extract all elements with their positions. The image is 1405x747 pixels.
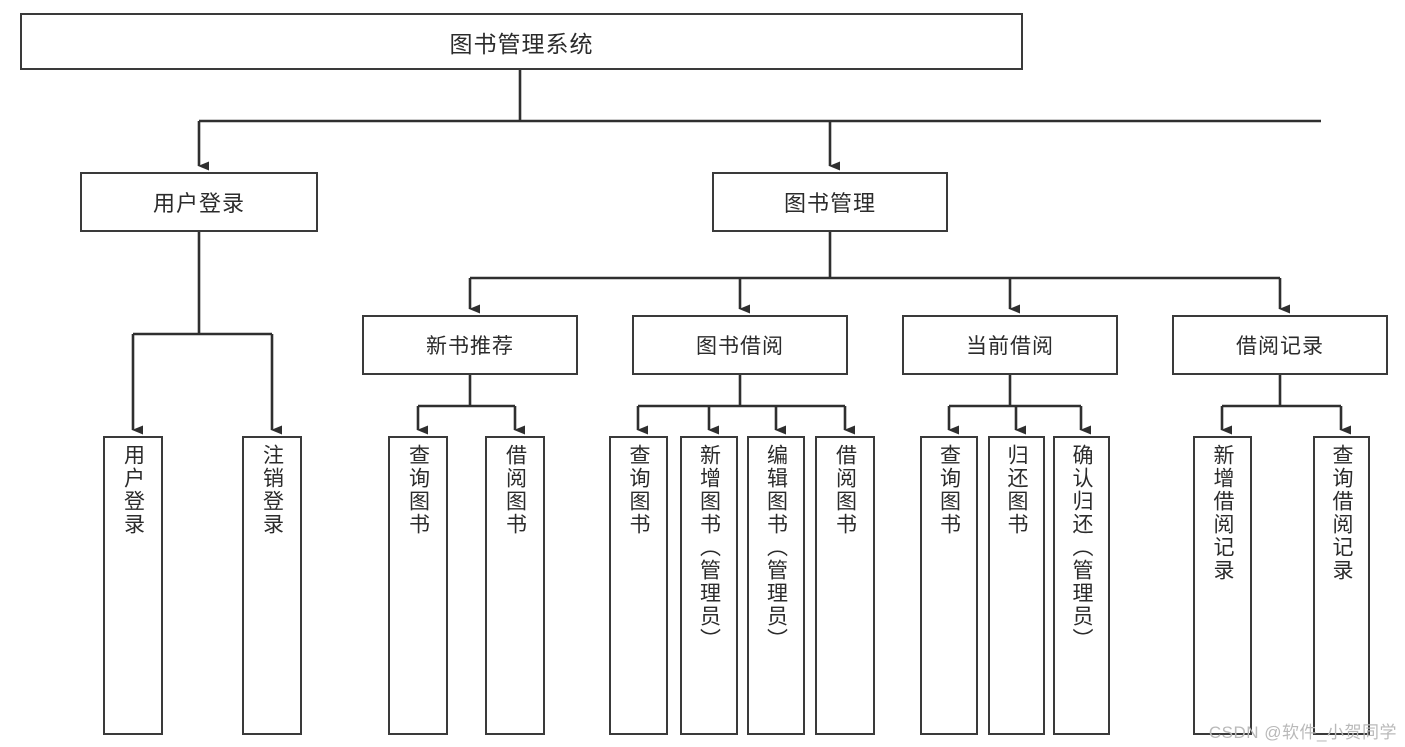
node-leaf-borrow-book-2[interactable]: 借阅图书 bbox=[815, 436, 875, 735]
node-new-book-recommend-label: 新书推荐 bbox=[426, 335, 514, 358]
node-leaf-query-borrow-record[interactable]: 查询借阅记录 bbox=[1313, 436, 1370, 735]
node-book-management[interactable]: 图书管理 bbox=[712, 172, 948, 232]
node-leaf-user-login[interactable]: 用户登录 bbox=[103, 436, 163, 735]
node-leaf-query-book-3[interactable]: 查询图书 bbox=[920, 436, 978, 735]
node-leaf-add-book[interactable]: 新增图书（管理员） bbox=[680, 436, 738, 735]
node-leaf-label: 归还图书 bbox=[1005, 444, 1028, 536]
node-user-login-label: 用户登录 bbox=[152, 191, 245, 216]
node-leaf-label: 借阅图书 bbox=[833, 444, 857, 536]
node-leaf-label: 确认归还（管理员） bbox=[1070, 444, 1093, 651]
node-book-borrow-label: 图书借阅 bbox=[696, 335, 784, 358]
node-leaf-confirm-return[interactable]: 确认归还（管理员） bbox=[1053, 436, 1110, 735]
node-leaf-label: 借阅图书 bbox=[503, 444, 527, 536]
node-current-borrow[interactable]: 当前借阅 bbox=[902, 315, 1118, 375]
node-new-book-recommend[interactable]: 新书推荐 bbox=[362, 315, 578, 375]
node-leaf-label: 查询图书 bbox=[627, 444, 650, 536]
node-leaf-label: 新增图书（管理员） bbox=[697, 444, 721, 651]
node-leaf-label: 注销登录 bbox=[260, 444, 284, 536]
node-leaf-user-logout[interactable]: 注销登录 bbox=[242, 436, 302, 735]
node-leaf-borrow-book-1[interactable]: 借阅图书 bbox=[485, 436, 545, 735]
node-root-system[interactable]: 图书管理系统 bbox=[20, 13, 1023, 70]
node-leaf-query-book-2[interactable]: 查询图书 bbox=[609, 436, 668, 735]
node-leaf-label: 用户登录 bbox=[121, 444, 145, 536]
node-current-borrow-label: 当前借阅 bbox=[966, 335, 1054, 358]
node-user-login[interactable]: 用户登录 bbox=[80, 172, 318, 232]
node-leaf-edit-book[interactable]: 编辑图书（管理员） bbox=[747, 436, 805, 735]
node-book-borrow[interactable]: 图书借阅 bbox=[632, 315, 848, 375]
node-leaf-add-borrow-record[interactable]: 新增借阅记录 bbox=[1193, 436, 1252, 735]
node-leaf-query-book-1[interactable]: 查询图书 bbox=[388, 436, 448, 735]
node-root-label: 图书管理系统 bbox=[449, 30, 594, 57]
node-leaf-return-book[interactable]: 归还图书 bbox=[988, 436, 1045, 735]
node-borrow-record[interactable]: 借阅记录 bbox=[1172, 315, 1388, 375]
node-leaf-label: 查询图书 bbox=[937, 444, 961, 536]
node-leaf-label: 新增借阅记录 bbox=[1211, 444, 1234, 582]
node-book-management-label: 图书管理 bbox=[783, 191, 876, 216]
node-leaf-label: 查询图书 bbox=[406, 444, 430, 536]
node-leaf-label: 查询借阅记录 bbox=[1330, 444, 1353, 582]
node-borrow-record-label: 借阅记录 bbox=[1236, 335, 1324, 358]
node-leaf-label: 编辑图书（管理员） bbox=[764, 444, 788, 651]
